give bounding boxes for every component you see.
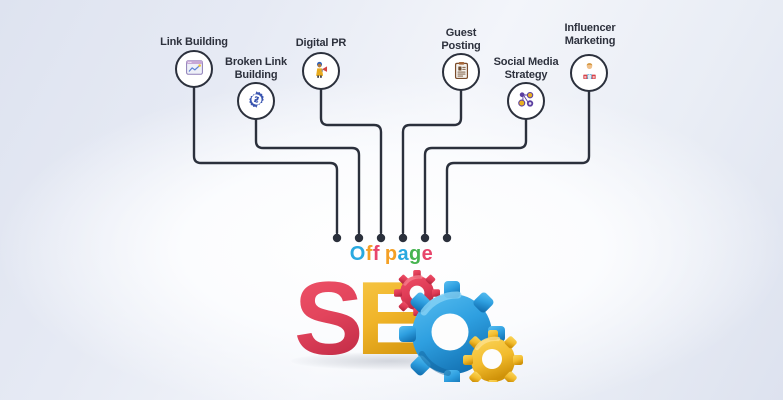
node-circle-broken-link-building[interactable] bbox=[237, 82, 275, 120]
connector-broken-link-building bbox=[254, 118, 361, 235]
off-page-letter: e bbox=[421, 243, 434, 265]
node-label-broken-link-building: Broken Link Building bbox=[225, 56, 287, 82]
node-circle-digital-pr[interactable] bbox=[302, 52, 340, 90]
node-circle-link-building[interactable] bbox=[175, 50, 213, 88]
connector-link-building bbox=[192, 86, 339, 235]
connector-social-media-strategy bbox=[423, 118, 528, 235]
clipboard-icon bbox=[452, 61, 471, 83]
gear-link-icon bbox=[247, 90, 266, 112]
small-yellow-gear-icon bbox=[463, 330, 523, 382]
node-circle-guest-posting[interactable] bbox=[442, 53, 480, 91]
connector-dot bbox=[332, 233, 342, 243]
node-label-influencer-marketing: Influencer Marketing bbox=[564, 22, 616, 48]
browser-chart-icon bbox=[185, 58, 204, 80]
seo-logo: S E bbox=[294, 262, 523, 382]
connector-dot bbox=[398, 233, 408, 243]
node-label-link-building: Link Building bbox=[160, 36, 228, 48]
connector-end-dots bbox=[332, 233, 452, 243]
off-page-letter: g bbox=[409, 243, 422, 265]
off-page-letter: p bbox=[384, 243, 398, 265]
connector-dot bbox=[354, 233, 364, 243]
off-page-wordmark: Off page bbox=[0, 243, 783, 266]
connector-guest-posting bbox=[401, 89, 463, 235]
influencer-person-icon bbox=[580, 62, 599, 84]
off-page-letter: a bbox=[397, 243, 410, 265]
off-page-letter: f bbox=[365, 243, 373, 265]
node-circle-social-media-strategy[interactable] bbox=[507, 82, 545, 120]
connector-influencer-marketing bbox=[445, 90, 591, 235]
connector-dot bbox=[420, 233, 430, 243]
off-page-letter: f bbox=[372, 243, 380, 265]
node-label-guest-posting: Guest Posting bbox=[441, 27, 481, 53]
node-label-social-media-strategy: Social Media Strategy bbox=[493, 56, 559, 82]
connector-dot bbox=[376, 233, 386, 243]
off-page-letter: O bbox=[349, 243, 366, 265]
node-label-digital-pr: Digital PR bbox=[295, 37, 347, 49]
megaphone-person-icon bbox=[312, 60, 331, 82]
connector-digital-pr bbox=[319, 88, 383, 235]
connector-dot bbox=[442, 233, 452, 243]
node-circle-influencer-marketing[interactable] bbox=[570, 54, 608, 92]
social-network-icon bbox=[517, 90, 536, 112]
seo-letter-s: S bbox=[294, 262, 363, 377]
